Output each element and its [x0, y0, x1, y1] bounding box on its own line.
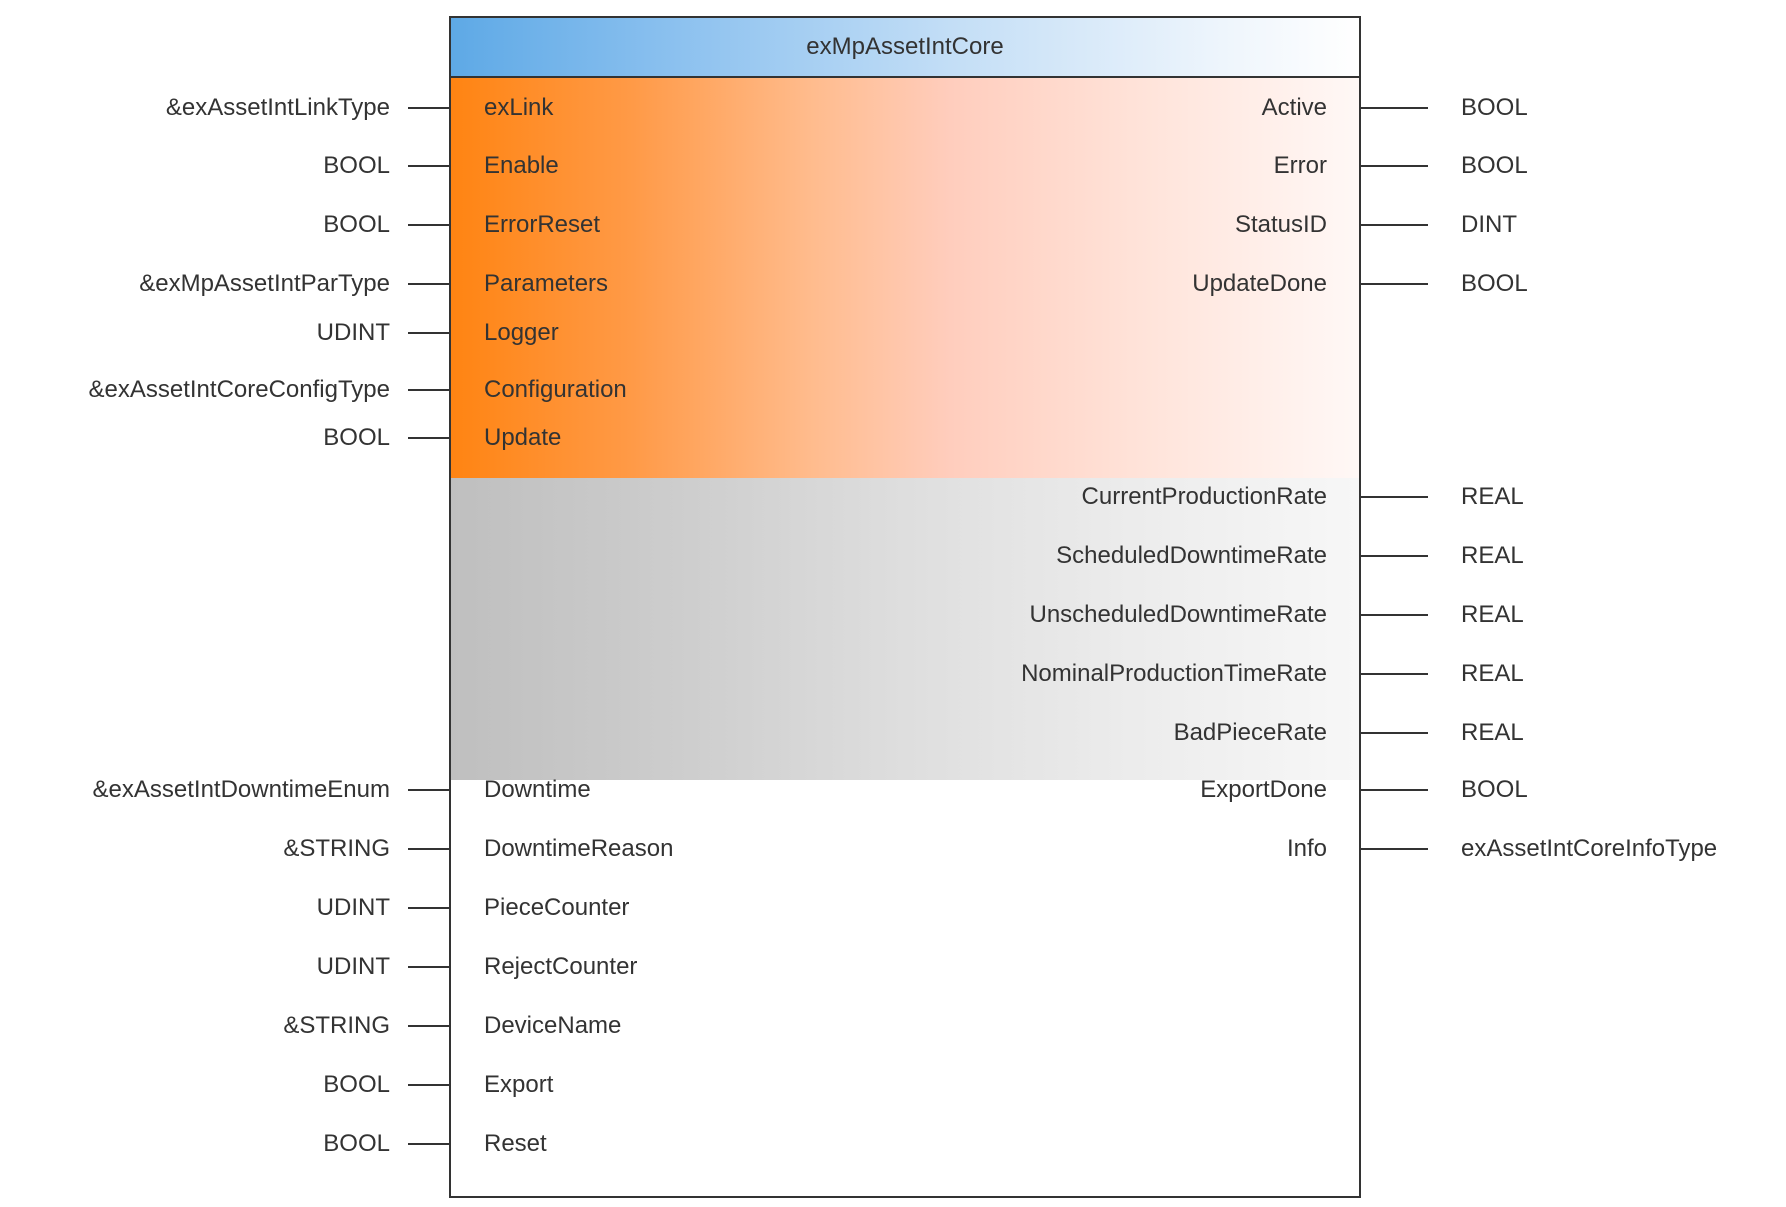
- input-type-enable: BOOL: [323, 152, 390, 179]
- input-type-downtime-reason: &STRING: [283, 835, 390, 862]
- input-pin-enable: Enable: [484, 152, 559, 179]
- input-pin-device-name: DeviceName: [484, 1012, 622, 1039]
- input-type-device-name: &STRING: [283, 1012, 390, 1039]
- output-wire-unscheduled-downtime-rate: [1361, 614, 1428, 616]
- function-block-header: exMpAssetIntCore: [451, 18, 1359, 78]
- input-type-logger: UDINT: [316, 319, 390, 346]
- output-pin-nominal-production-time-rate: NominalProductionTimeRate: [1021, 660, 1327, 687]
- output-type-export-done: BOOL: [1461, 776, 1528, 803]
- input-wire-ex-link: [408, 107, 449, 109]
- output-pin-unscheduled-downtime-rate: UnscheduledDowntimeRate: [1029, 601, 1328, 628]
- input-type-reject-counter: UDINT: [316, 953, 390, 980]
- input-wire-piece-counter: [408, 907, 449, 909]
- input-wire-logger: [408, 332, 449, 334]
- function-block-title: exMpAssetIntCore: [806, 33, 1004, 60]
- input-pin-piece-counter: PieceCounter: [484, 894, 630, 921]
- input-pin-export: Export: [484, 1071, 554, 1098]
- input-wire-downtime-reason: [408, 848, 449, 850]
- output-type-scheduled-downtime-rate: REAL: [1461, 542, 1524, 569]
- output-wire-update-done: [1361, 283, 1428, 285]
- function-block: exMpAssetIntCore: [449, 16, 1361, 1198]
- input-pin-update: Update: [484, 424, 562, 451]
- input-type-ex-link: &exAssetIntLinkType: [165, 94, 390, 121]
- output-wire-nominal-production-time-rate: [1361, 673, 1428, 675]
- output-pin-current-production-rate: CurrentProductionRate: [1081, 483, 1327, 510]
- input-pin-configuration: Configuration: [484, 376, 627, 403]
- output-pin-update-done: UpdateDone: [1192, 270, 1327, 297]
- input-pin-error-reset: ErrorReset: [484, 211, 601, 238]
- output-type-status-id: DINT: [1461, 211, 1517, 238]
- info-section: [451, 478, 1359, 780]
- output-pin-scheduled-downtime-rate: ScheduledDowntimeRate: [1056, 542, 1327, 569]
- output-wire-export-done: [1361, 789, 1428, 791]
- input-pin-downtime-reason: DowntimeReason: [484, 835, 674, 862]
- output-type-nominal-production-time-rate: REAL: [1461, 660, 1524, 687]
- output-pin-active: Active: [1261, 94, 1327, 121]
- output-pin-export-done: ExportDone: [1200, 776, 1327, 803]
- input-wire-export: [408, 1084, 449, 1086]
- input-type-reset: BOOL: [323, 1130, 390, 1157]
- output-type-unscheduled-downtime-rate: REAL: [1461, 601, 1524, 628]
- output-pin-bad-piece-rate: BadPieceRate: [1173, 719, 1327, 746]
- input-type-parameters: &exMpAssetIntParType: [139, 270, 390, 297]
- output-type-current-production-rate: REAL: [1461, 483, 1524, 510]
- input-wire-reject-counter: [408, 966, 449, 968]
- input-pin-parameters: Parameters: [484, 270, 609, 297]
- input-pin-reset: Reset: [484, 1130, 547, 1157]
- output-wire-active: [1361, 107, 1428, 109]
- input-pin-downtime: Downtime: [484, 776, 591, 803]
- output-wire-error: [1361, 165, 1428, 167]
- output-pin-info: Info: [1286, 835, 1327, 862]
- input-wire-update: [408, 437, 449, 439]
- input-pin-ex-link: exLink: [484, 94, 554, 121]
- input-type-error-reset: BOOL: [323, 211, 390, 238]
- output-type-active: BOOL: [1461, 94, 1528, 121]
- output-wire-scheduled-downtime-rate: [1361, 555, 1428, 557]
- output-type-bad-piece-rate: REAL: [1461, 719, 1524, 746]
- output-wire-bad-piece-rate: [1361, 732, 1428, 734]
- input-wire-error-reset: [408, 224, 449, 226]
- output-pin-status-id: StatusID: [1234, 211, 1327, 238]
- output-type-error: BOOL: [1461, 152, 1528, 179]
- input-type-downtime: &exAssetIntDowntimeEnum: [92, 776, 390, 803]
- output-pin-error: Error: [1273, 152, 1327, 179]
- input-wire-reset: [408, 1143, 449, 1145]
- input-wire-downtime: [408, 789, 449, 791]
- output-type-update-done: BOOL: [1461, 270, 1528, 297]
- basic-section: [451, 78, 1359, 478]
- input-pin-logger: Logger: [484, 319, 559, 346]
- input-wire-device-name: [408, 1025, 449, 1027]
- input-type-update: BOOL: [323, 424, 390, 451]
- input-type-configuration: &exAssetIntCoreConfigType: [88, 376, 391, 403]
- input-wire-parameters: [408, 283, 449, 285]
- input-type-export: BOOL: [323, 1071, 390, 1098]
- input-wire-configuration: [408, 389, 449, 391]
- output-wire-status-id: [1361, 224, 1428, 226]
- input-wire-enable: [408, 165, 449, 167]
- output-type-info: exAssetIntCoreInfoType: [1461, 835, 1718, 862]
- output-wire-current-production-rate: [1361, 496, 1428, 498]
- input-pin-reject-counter: RejectCounter: [484, 953, 638, 980]
- input-type-piece-counter: UDINT: [316, 894, 390, 921]
- output-wire-info: [1361, 848, 1428, 850]
